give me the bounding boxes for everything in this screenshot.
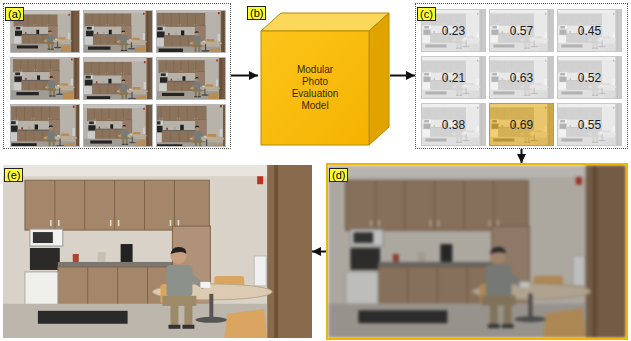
- kitchen-photo: [157, 58, 225, 99]
- panel-tag: (b): [247, 6, 266, 20]
- flow-arrow: [390, 75, 415, 77]
- panel-tag: (a): [5, 7, 24, 21]
- kitchen-scene: [157, 105, 225, 146]
- score-value: 0.21: [442, 71, 465, 85]
- kitchen-scene: [558, 104, 621, 145]
- score-tile: 0.63: [489, 56, 554, 99]
- kitchen-scene: [422, 10, 485, 51]
- score-value: 0.55: [578, 118, 601, 132]
- thumbnail: [156, 10, 226, 53]
- score-value: 0.57: [510, 24, 533, 38]
- thumbnail: [156, 57, 226, 100]
- flow-arrow: [231, 75, 258, 77]
- kitchen-scene: [11, 58, 79, 99]
- kitchen-scene: [558, 10, 621, 51]
- thumbnail: [156, 104, 226, 147]
- kitchen-photo: [328, 165, 626, 338]
- score-value: 0.45: [578, 24, 601, 38]
- score-panel: (c) 0.23 0.57 0.45 0.21 0.63 0.52 0.38 0.69 0.55: [415, 3, 628, 149]
- score-value: 0.52: [578, 71, 601, 85]
- kitchen-scene: [84, 58, 152, 99]
- input-panel: (a): [3, 3, 231, 149]
- blurred-photo: [328, 165, 626, 338]
- kitchen-photo: [84, 105, 152, 146]
- score-value: 0.38: [442, 118, 465, 132]
- kitchen-photo: [11, 58, 79, 99]
- thumbnail: [83, 57, 153, 100]
- kitchen-photo: [11, 105, 79, 146]
- kitchen-scene: [157, 11, 225, 52]
- score-value: 0.23: [442, 24, 465, 38]
- cube-side: [369, 13, 389, 145]
- kitchen-scene: [490, 57, 553, 98]
- score-tile: 0.45: [557, 9, 622, 52]
- score-tile: 0.69: [489, 103, 554, 146]
- cube-front: [261, 31, 369, 145]
- flow-arrow: [312, 251, 326, 253]
- kitchen-scene: [490, 10, 553, 51]
- final-photo: (e): [3, 165, 312, 338]
- kitchen-photo: [3, 165, 312, 338]
- kitchen-scene: [3, 165, 312, 338]
- kitchen-scene: [422, 57, 485, 98]
- thumbnail: [83, 104, 153, 147]
- chosen-frame: (d): [326, 163, 628, 340]
- score-tile: 0.55: [557, 103, 622, 146]
- thumbnail: [83, 10, 153, 53]
- kitchen-scene: [490, 104, 553, 145]
- thumbnail: [10, 104, 80, 147]
- score-tile: 0.52: [557, 56, 622, 99]
- score-tile: 0.38: [421, 103, 486, 146]
- score-value: 0.69: [510, 118, 533, 132]
- cube-top: [261, 13, 389, 31]
- kitchen-photo: [157, 11, 225, 52]
- kitchen-scene: [422, 104, 485, 145]
- kitchen-scene: [84, 105, 152, 146]
- score-tile: 0.21: [421, 56, 486, 99]
- panel-tag: (e): [4, 168, 23, 182]
- cube-outline: [258, 3, 390, 148]
- cube-shape: [258, 3, 390, 148]
- selected-photo: [3, 165, 312, 338]
- panel-tag: (c): [417, 7, 436, 21]
- model-cube: (b)Modular Photo Evaluation Model: [258, 3, 390, 148]
- kitchen-scene: [84, 11, 152, 52]
- kitchen-scene: [11, 105, 79, 146]
- panel-tag: (d): [329, 168, 348, 182]
- kitchen-photo: [84, 58, 152, 99]
- score-tile: 0.57: [489, 9, 554, 52]
- kitchen-photo: [157, 105, 225, 146]
- flow-arrow: [521, 149, 523, 163]
- kitchen-photo: [84, 11, 152, 52]
- kitchen-scene: [328, 165, 626, 338]
- kitchen-scene: [558, 57, 621, 98]
- model-name: Modular Photo Evaluation Model: [285, 64, 345, 112]
- thumbnail: [10, 57, 80, 100]
- score-value: 0.63: [510, 71, 533, 85]
- kitchen-scene: [157, 58, 225, 99]
